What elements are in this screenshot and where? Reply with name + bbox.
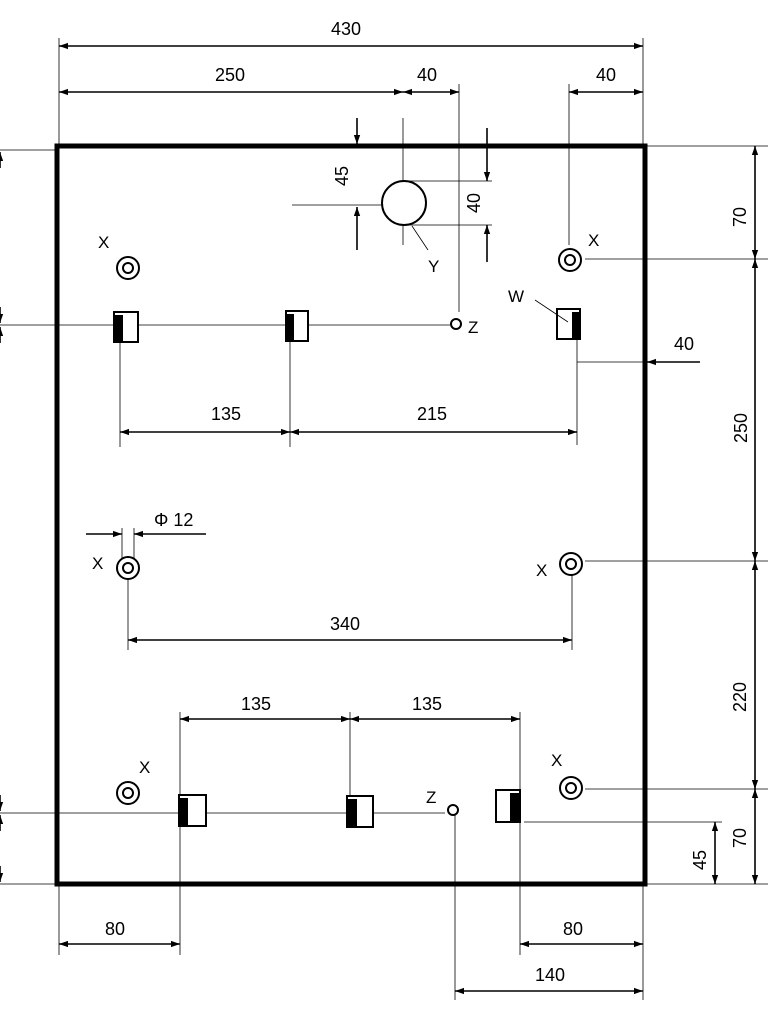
dim-x-to-x-low: 220 xyxy=(730,682,750,712)
dim-w-offset: 40 xyxy=(674,334,694,354)
dim-bottom-spacing-1: 135 xyxy=(241,694,271,714)
rect-slot xyxy=(178,794,207,827)
x-hole xyxy=(116,556,140,580)
w-callout: W xyxy=(508,287,524,306)
z-hole xyxy=(447,804,459,816)
dim-left-margin: 80 xyxy=(105,919,125,939)
dim-bottom-to-x: 70 xyxy=(730,828,750,848)
dimension-lines xyxy=(0,42,759,995)
rect-slot xyxy=(495,789,521,823)
dim-bottom-row-height: 45 xyxy=(690,850,710,870)
dim-z-to-right: 140 xyxy=(535,965,565,985)
y-leader xyxy=(411,225,429,251)
dim-y-vertical: 45 xyxy=(332,166,352,186)
plate-outline xyxy=(54,143,648,887)
dim-top-row-span: 215 xyxy=(417,404,447,424)
dim-top-to-x: 70 xyxy=(730,207,750,227)
rect-slot xyxy=(285,310,309,342)
dim-bottom-spacing-2: 135 xyxy=(412,694,442,714)
z-hole xyxy=(450,318,462,330)
y-hole xyxy=(381,180,427,226)
z-callout: Z xyxy=(426,788,436,807)
rect-slot xyxy=(113,311,139,343)
dim-top-row-spacing: 135 xyxy=(211,404,241,424)
dim-x-to-x-mid: 250 xyxy=(731,413,751,443)
x-callout: X xyxy=(98,233,109,252)
dim-total-width: 430 xyxy=(331,19,361,39)
x-callout: X xyxy=(551,751,562,770)
x-hole xyxy=(116,781,140,805)
x-hole xyxy=(559,776,583,800)
w-leader xyxy=(534,299,569,323)
x-callout: X xyxy=(588,231,599,250)
dim-x-diameter: Φ 12 xyxy=(154,510,193,530)
z-callout: Z xyxy=(468,318,478,337)
dim-y-diameter: 40 xyxy=(464,193,484,213)
dim-right-x-offset: 40 xyxy=(596,65,616,85)
x-callout: X xyxy=(536,561,547,580)
y-callout: Y xyxy=(428,257,439,276)
x-callout: X xyxy=(139,758,150,777)
x-callout: X xyxy=(92,554,103,573)
dim-left-to-y: 250 xyxy=(215,65,245,85)
x-hole xyxy=(558,248,582,272)
dim-y-to-z: 40 xyxy=(417,65,437,85)
x-hole xyxy=(559,552,583,576)
dim-x-span: 340 xyxy=(330,614,360,634)
dim-right-margin: 80 xyxy=(563,919,583,939)
w-slot xyxy=(556,308,581,340)
x-hole xyxy=(116,256,140,280)
extension-lines xyxy=(0,38,768,1000)
rect-slot xyxy=(346,795,374,828)
